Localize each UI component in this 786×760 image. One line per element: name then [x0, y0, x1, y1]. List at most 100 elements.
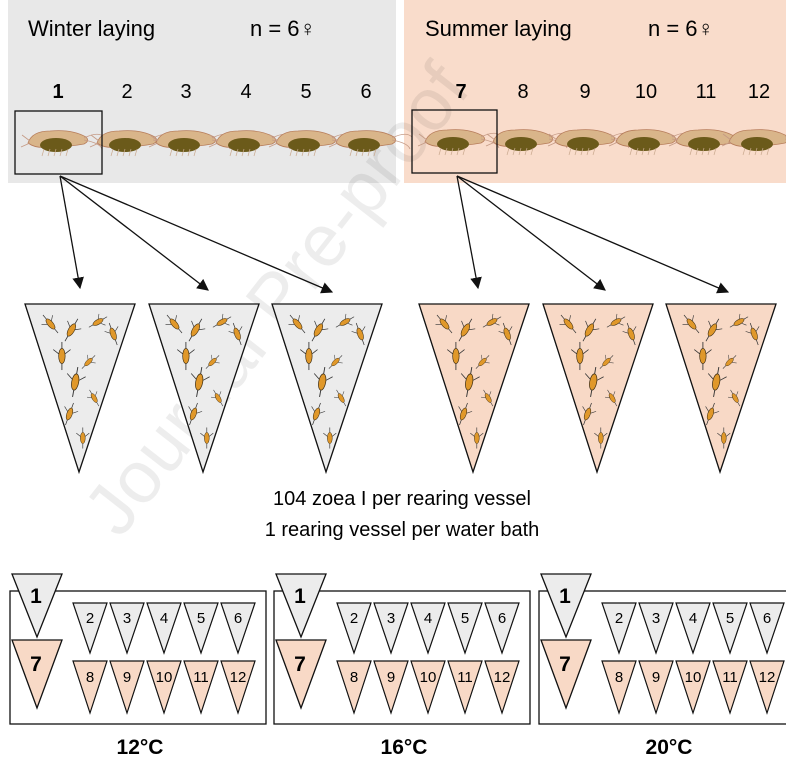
female-number-label: 4 — [240, 81, 251, 103]
bath-vessel-small — [638, 660, 674, 715]
rearing-vessel — [271, 303, 383, 475]
bath-vessel-small — [109, 602, 145, 655]
bath-vessel-label: 12 — [230, 669, 247, 686]
female-number-label: 11 — [696, 81, 717, 103]
water-bath-frame — [9, 590, 267, 725]
selected-female-box-summer — [411, 109, 498, 174]
bath-vessel-small — [410, 602, 446, 655]
bath-vessel-large — [275, 573, 327, 639]
winter-title: Winter laying — [28, 16, 155, 41]
bath-vessel-label: 10 — [420, 669, 437, 686]
arrow — [59, 175, 209, 291]
bath-vessel-label: 8 — [615, 669, 623, 686]
bath-vessel-label: 4 — [160, 610, 168, 627]
female-shrimp-icon — [485, 129, 570, 156]
female-shrimp-icon — [148, 130, 233, 157]
female-number-label: 5 — [300, 81, 311, 103]
female-shrimp-icon — [721, 129, 786, 156]
rearing-vessel — [148, 303, 260, 475]
bath-vessel-label: 5 — [197, 610, 205, 627]
bath-vessel-small — [484, 660, 520, 715]
arrow — [456, 175, 482, 290]
bath-vessel-label: 3 — [387, 610, 395, 627]
bath-temperature-label: 12°C — [117, 736, 164, 759]
rearing-vessel — [542, 303, 654, 475]
bath-vessel-small — [146, 660, 182, 715]
bath-vessel-small — [749, 602, 785, 655]
bath-vessel-large — [11, 639, 63, 710]
summer-title: Summer laying — [425, 16, 572, 41]
summer-count: n = 6♀ — [648, 16, 714, 41]
bath-vessel-label: 2 — [86, 610, 94, 627]
bath-vessel-label: 2 — [350, 610, 358, 627]
bath-temperature-label: 20°C — [646, 736, 693, 759]
bath-vessel-label: 3 — [123, 610, 131, 627]
female-number-label: 10 — [635, 81, 657, 103]
bath-vessel-label: 6 — [763, 610, 771, 627]
winter-count: n = 6♀ — [250, 16, 316, 41]
female-shrimp-icon — [328, 130, 413, 157]
bath-vessel-label: 3 — [652, 610, 660, 627]
bath-vessel-large — [11, 573, 63, 639]
bath-vessel-small — [220, 602, 256, 655]
split-arrows-winter — [59, 175, 334, 294]
split-arrows-summer — [456, 175, 730, 294]
bath-vessel-small — [675, 602, 711, 655]
bath-vessel-small — [675, 660, 711, 715]
summer-laying-panel — [404, 0, 786, 183]
bath-vessel-small — [109, 660, 145, 715]
bath-vessel-small — [146, 602, 182, 655]
bath-vessel-label: 9 — [652, 669, 660, 686]
bath-vessel-small — [220, 660, 256, 715]
bath-vessel-small — [447, 660, 483, 715]
bath-vessel-label: 7 — [30, 653, 42, 676]
female-number-label: 9 — [579, 81, 590, 103]
water-bath-frame — [273, 590, 531, 725]
female-number-label: 12 — [748, 81, 770, 103]
bath-vessel-label: 7 — [294, 653, 306, 676]
bath-vessel-small — [638, 602, 674, 655]
female-shrimp-icon — [268, 130, 353, 157]
bath-vessel-small — [72, 602, 108, 655]
bath-vessel-label: 4 — [424, 610, 432, 627]
winter-laying-panel — [8, 0, 396, 183]
rearing-vessel — [418, 303, 530, 475]
female-shrimp-row — [20, 129, 786, 157]
arrow — [59, 175, 334, 294]
bath-vessel-small — [749, 660, 785, 715]
bath-vessel-label: 9 — [387, 669, 395, 686]
bath-vessel-label: 2 — [615, 610, 623, 627]
bath-vessel-small — [72, 660, 108, 715]
bath-vessel-label: 1 — [294, 585, 306, 608]
bath-vessel-label: 1 — [559, 585, 571, 608]
bath-vessel-small — [336, 602, 372, 655]
bath-vessel-label: 10 — [156, 669, 173, 686]
bath-vessel-small — [373, 602, 409, 655]
bath-vessel-label: 10 — [685, 669, 702, 686]
bath-vessel-label: 12 — [494, 669, 511, 686]
bath-vessel-label: 11 — [722, 669, 738, 686]
bath-vessel-label: 8 — [350, 669, 358, 686]
female-number-label: 3 — [180, 81, 191, 103]
bath-vessel-label: 5 — [726, 610, 734, 627]
bath-vessel-large — [540, 639, 592, 710]
bath-vessel-small — [373, 660, 409, 715]
bath-vessel-small — [601, 660, 637, 715]
bath-vessel-label: 11 — [193, 669, 209, 686]
bath-temperature-label: 16°C — [381, 736, 428, 759]
caption-line-2: 1 rearing vessel per water bath — [265, 519, 540, 541]
water-bath-frame — [538, 590, 786, 725]
caption-line-1: 104 zoea I per rearing vessel — [273, 488, 531, 510]
selected-female-box-winter — [14, 110, 103, 175]
bath-vessel-label: 6 — [234, 610, 242, 627]
female-shrimp-icon — [89, 130, 174, 157]
bath-vessel-label: 6 — [498, 610, 506, 627]
bath-vessel-label: 4 — [689, 610, 697, 627]
bath-vessel-small — [183, 660, 219, 715]
female-number-label: 1 — [52, 81, 63, 103]
